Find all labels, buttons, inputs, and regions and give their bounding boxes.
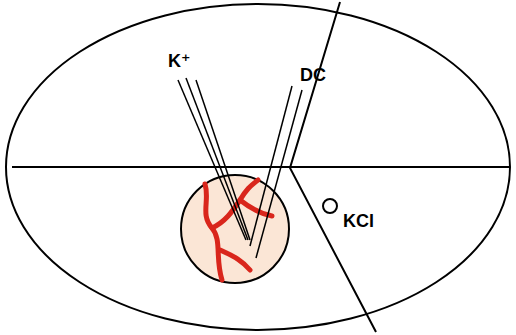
electrode-label: K⁺: [168, 52, 191, 70]
kcl-drop: [323, 199, 337, 213]
electrode-label: KCl: [343, 212, 374, 230]
coronal-suture: [290, 2, 376, 332]
blood-vessels: [205, 180, 272, 280]
electrode-label: DC: [300, 66, 326, 84]
dc-electrodes: [250, 86, 302, 258]
midline-suture: [12, 166, 510, 168]
skull-outline: [6, 4, 510, 330]
k-electrodes: [178, 78, 250, 240]
cranial-window: [181, 175, 289, 283]
